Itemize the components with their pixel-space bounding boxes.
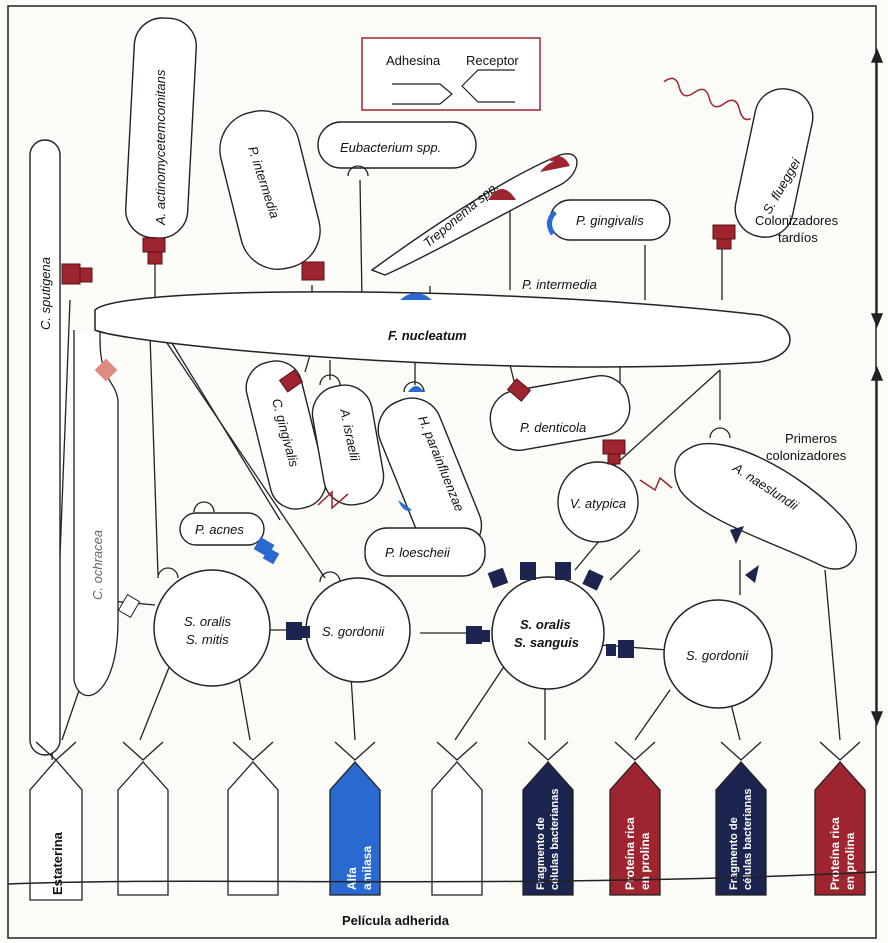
p-loescheii-label: P. loescheii: [385, 545, 451, 560]
receptor-frag1-label-2: células bacterianas: [549, 788, 561, 890]
white-receptor-block: [118, 595, 139, 618]
eubacterium-label: Eubacterium spp.: [340, 140, 441, 155]
s-oralis-mitis-label-2: S. mitis: [186, 632, 229, 647]
f-nucleatum-label: F. nucleatum: [388, 328, 467, 343]
p-intermedia-mid-label: P. intermedia: [522, 277, 597, 292]
receptor-estaterina-label: Estaterina: [50, 831, 65, 895]
stage-arrows: [872, 50, 882, 724]
h-parainfluenzae-blue-adhesin: [408, 386, 424, 392]
s-oralis-sanguis-label-2: S. sanguis: [514, 635, 579, 650]
early-colonizers-label-1: Primeros: [785, 431, 838, 446]
receptor-alfa-label-2: amilasa: [360, 846, 374, 890]
receptor-white-2: [118, 762, 168, 895]
pellicle-label: Película adherida: [342, 913, 450, 928]
c-ochracea-label: C. ochracea: [90, 530, 105, 600]
a-actino-label: A. actinomycetemcomitans: [153, 69, 168, 226]
receptor-prot1-label-2: en prolina: [638, 832, 652, 890]
v-atypica-label: V. atypica: [570, 496, 626, 511]
s-oralis-mitis-label-1: S. oralis: [184, 614, 231, 629]
receptor-frag1-label-1: Fragmento de: [535, 817, 547, 890]
receptor-prot2-label-1: Proteína rica: [828, 817, 842, 890]
receptor-white-5: [432, 762, 482, 895]
receptor-frag2-label-1: Fragmento de: [728, 817, 740, 890]
p-denticola-label: P. denticola: [520, 420, 586, 435]
receptor-prot2-label-2: en prolina: [843, 832, 857, 890]
late-colonizers-label-2: tardíos: [778, 230, 818, 245]
s-gordonii-2-label: S. gordonii: [686, 648, 749, 663]
receptor-frag2-label-2: células bacterianas: [742, 788, 754, 890]
late-colonizers-label-1: Colonizadores: [755, 213, 839, 228]
pellicle-receptors: Estaterina Alfa amilasa Fragmento de cél…: [30, 742, 865, 900]
legend: Adhesina Receptor: [362, 38, 540, 110]
receptor-prot1-label-1: Proteína rica: [623, 817, 637, 890]
c-ochracea-cell: [74, 330, 118, 696]
c-sputigena-label: C. sputigena: [38, 257, 53, 330]
flagellum-icon: [662, 76, 755, 121]
legend-adhesin-label: Adhesina: [386, 53, 441, 68]
receptor-fragmento-2: [716, 762, 766, 895]
treponema-cell: [372, 154, 577, 275]
early-colonizers-label-2: colonizadores: [766, 448, 847, 463]
receptor-alfa-label-1: Alfa: [345, 867, 359, 890]
s-oralis-sanguis-cell: [492, 577, 604, 689]
legend-receptor-label: Receptor: [466, 53, 519, 68]
p-gingivalis-top-label: P. gingivalis: [576, 213, 644, 228]
receptor-white-3: [228, 762, 278, 895]
c-sputigena-cell: [30, 140, 60, 755]
p-acnes-label: P. acnes: [195, 522, 244, 537]
s-gordonii-1-label: S. gordonii: [322, 624, 385, 639]
zigzag-link-2: [640, 478, 672, 490]
s-oralis-sanguis-label-1: S. oralis: [520, 617, 571, 632]
receptor-fragmento-1: [523, 762, 573, 895]
